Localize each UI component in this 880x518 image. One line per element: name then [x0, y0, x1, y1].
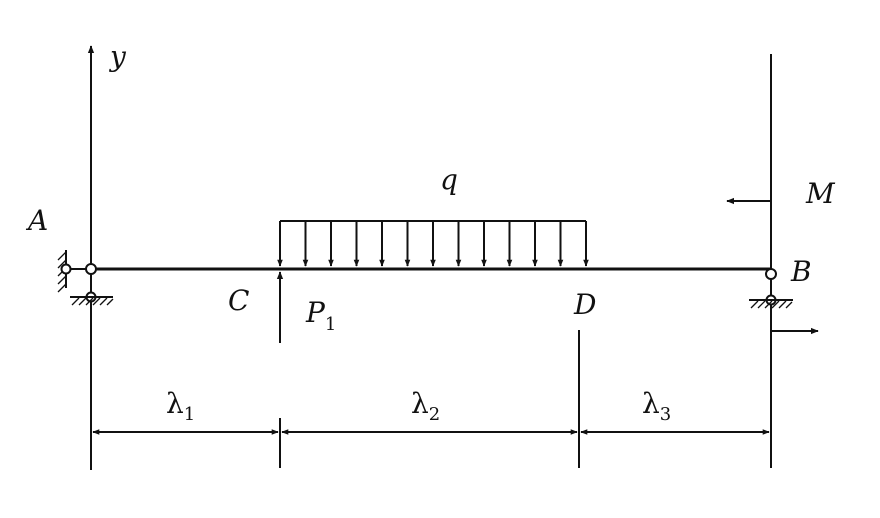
- force-p1-label: P1: [305, 296, 336, 335]
- support-a: [57, 250, 114, 306]
- moment-m-label: M: [805, 177, 836, 210]
- support-b: [749, 268, 793, 309]
- lambda-2-label: λ2: [411, 387, 440, 425]
- lambda-1-label: λ1: [166, 387, 195, 425]
- lambda-3-label: λ3: [642, 387, 671, 425]
- point-b-label: B: [790, 255, 812, 288]
- point-d-label: D: [573, 288, 596, 321]
- point-c-label: C: [228, 284, 249, 317]
- point-a-label: A: [25, 204, 48, 237]
- distributed-load-arrows: [277, 221, 589, 267]
- y-axis-label: y: [108, 40, 127, 73]
- load-q-label: q: [440, 163, 458, 196]
